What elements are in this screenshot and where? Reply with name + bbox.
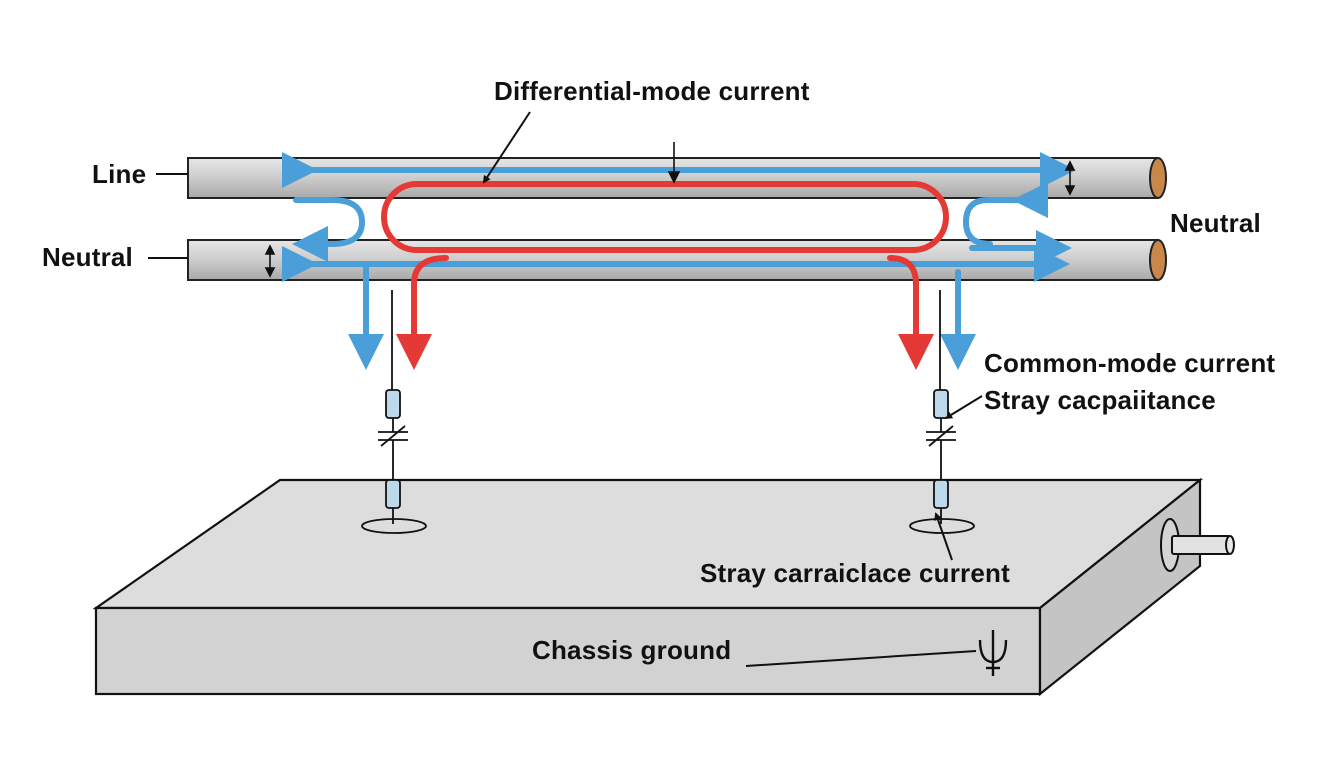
differential-drop-left xyxy=(396,255,449,370)
ground-contact-left xyxy=(361,518,427,534)
chassis-ground-icon xyxy=(978,630,1008,676)
label-common-mode-current: Common-mode current xyxy=(984,348,1276,378)
line-conductor xyxy=(187,157,1167,199)
label-line: Line xyxy=(92,159,147,189)
label-differential-mode-current: Differential-mode current xyxy=(494,76,810,106)
leader-differential xyxy=(482,111,531,184)
label-chassis-ground: Chassis ground xyxy=(532,635,732,665)
ground-contact-right xyxy=(909,518,975,534)
label-stray-current: Stray carraiclace current xyxy=(700,558,1010,588)
differential-mode-loop xyxy=(381,181,949,253)
differential-drop-right xyxy=(887,255,934,370)
common-mode-hook-right xyxy=(962,182,1048,247)
leader-stray-capacitance xyxy=(944,395,983,420)
chassis-front-face xyxy=(94,606,1042,696)
leader-chassis-ground xyxy=(745,650,977,667)
chassis-side-face xyxy=(1038,477,1202,697)
chassis-box xyxy=(92,477,1204,697)
label-neutral-right: Neutral xyxy=(1170,208,1261,238)
indicator-arrows xyxy=(264,142,1076,278)
label-neutral-left: Neutral xyxy=(42,242,133,272)
chassis-top-face xyxy=(92,478,1204,610)
chassis-connector xyxy=(1160,518,1235,572)
common-mode-hook-left xyxy=(292,197,366,262)
capacitor-right xyxy=(909,290,975,534)
leader-stray-current xyxy=(934,512,953,561)
label-stray-capacitance: Stray cacpaiitance xyxy=(984,385,1216,415)
label-leaders xyxy=(148,111,983,667)
differential-mode-current-paths xyxy=(381,181,949,370)
capacitor-left xyxy=(361,290,427,534)
